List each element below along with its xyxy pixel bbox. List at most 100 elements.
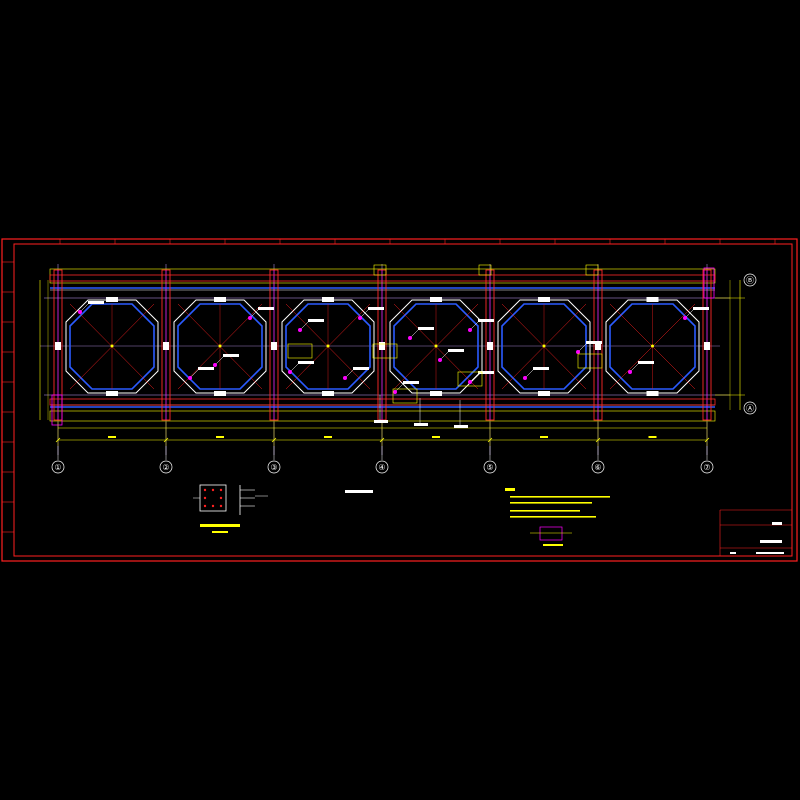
tag-point xyxy=(288,370,292,374)
detail-title-mark xyxy=(200,524,240,527)
dimension-text-mark xyxy=(432,436,440,438)
column-joint xyxy=(379,342,385,350)
titleblock-text-mark xyxy=(730,552,736,554)
rebar-dot xyxy=(211,488,215,492)
callout-box xyxy=(372,343,398,359)
bay-opening-mark xyxy=(538,391,550,396)
tag-text-mark xyxy=(374,420,388,423)
bay-octagon-inner xyxy=(501,303,587,390)
tag-point xyxy=(248,316,252,320)
bay-opening-mark xyxy=(646,297,659,302)
axis-bubble-label: ① xyxy=(54,463,61,472)
axis-bubble xyxy=(591,460,605,474)
bay-octagon-outer xyxy=(173,299,267,394)
bay-center-mark xyxy=(542,344,546,348)
bay-octagon-inner xyxy=(177,303,263,390)
row-bubble-label: Ⓐ xyxy=(746,404,754,413)
tag-point xyxy=(213,363,217,367)
tag-point xyxy=(358,316,362,320)
tag-text-mark xyxy=(454,425,468,428)
drawing-frame xyxy=(1,238,798,562)
bay-opening-mark xyxy=(214,297,226,302)
axis-bubble-label: ⑤ xyxy=(486,463,493,472)
bay-opening-mark xyxy=(538,297,550,302)
axis-bubble-label: ⑦ xyxy=(703,463,710,472)
tag-point xyxy=(188,376,192,380)
detail-scale-mark xyxy=(212,531,228,533)
detail-drawings xyxy=(193,484,572,546)
tag-point xyxy=(298,328,302,332)
column-joint xyxy=(55,342,61,350)
rebar-dot xyxy=(219,504,223,508)
bay-octagon-outer xyxy=(497,299,591,394)
axis-bubble-label: ⑥ xyxy=(594,463,601,472)
rebar-dot xyxy=(203,496,207,500)
bay-center-mark xyxy=(651,344,654,348)
bay-center-mark xyxy=(326,344,330,348)
rebar-dot xyxy=(219,496,223,500)
axis-bubble-label: ② xyxy=(162,463,169,472)
tag-point xyxy=(78,310,82,314)
callout-box xyxy=(287,343,313,359)
note-line-mark xyxy=(510,516,596,518)
tag-point xyxy=(523,376,527,380)
column-joint xyxy=(595,342,601,350)
titleblock-text-mark xyxy=(772,522,782,525)
tag-point xyxy=(408,336,412,340)
tag-text-mark xyxy=(586,341,602,344)
column-joint xyxy=(487,342,493,350)
bay-octagon-outer xyxy=(605,299,700,394)
bay-center-mark xyxy=(434,344,438,348)
tag-point xyxy=(393,390,397,394)
dimension-lines xyxy=(39,280,745,446)
axis-bubble xyxy=(267,460,281,474)
tag-point xyxy=(628,370,632,374)
tag-point xyxy=(468,380,472,384)
annotation-tags xyxy=(78,301,709,428)
tag-text-mark xyxy=(308,319,324,322)
bay-octagon-inner xyxy=(393,303,479,390)
bay-octagon-outer xyxy=(389,299,483,394)
tag-point xyxy=(438,358,442,362)
note-line-mark xyxy=(510,496,610,498)
row-bubble-label: Ⓑ xyxy=(746,276,754,285)
column-joint xyxy=(704,342,710,350)
bay-center-mark xyxy=(218,344,222,348)
axis-grid xyxy=(40,264,730,455)
bay-opening-mark xyxy=(430,297,442,302)
titleblock-text-mark xyxy=(756,552,784,554)
axis-bubble xyxy=(375,460,389,474)
tag-text-mark xyxy=(418,327,434,330)
bay-opening-mark xyxy=(322,297,334,302)
bottom-beam xyxy=(49,398,716,406)
rebar-dot xyxy=(203,488,207,492)
plan-title-mark xyxy=(345,490,373,493)
bay-center-mark xyxy=(110,344,114,348)
octagon-bays xyxy=(65,297,700,396)
row-bubble xyxy=(743,273,757,287)
small-detail xyxy=(539,526,563,541)
tag-text-mark xyxy=(353,367,369,370)
bay-octagon-outer xyxy=(281,299,375,394)
beam-stub xyxy=(478,264,492,276)
bay-opening-mark xyxy=(106,297,118,302)
tag-text-mark xyxy=(223,354,239,357)
bay-octagon-inner xyxy=(285,303,371,390)
rebar-dot xyxy=(219,488,223,492)
callout-box xyxy=(577,353,603,369)
column-joint xyxy=(271,342,277,350)
bay-octagon-inner xyxy=(69,303,155,390)
beams xyxy=(49,264,716,426)
tag-text-mark xyxy=(478,371,494,374)
column-joint xyxy=(163,342,169,350)
beam-stub xyxy=(585,264,599,276)
tag-point xyxy=(683,316,687,320)
top-beam xyxy=(49,274,716,282)
axis-bubble xyxy=(159,460,173,474)
tag-point xyxy=(468,328,472,332)
general-notes xyxy=(505,488,610,518)
notes-heading-mark xyxy=(505,488,515,491)
